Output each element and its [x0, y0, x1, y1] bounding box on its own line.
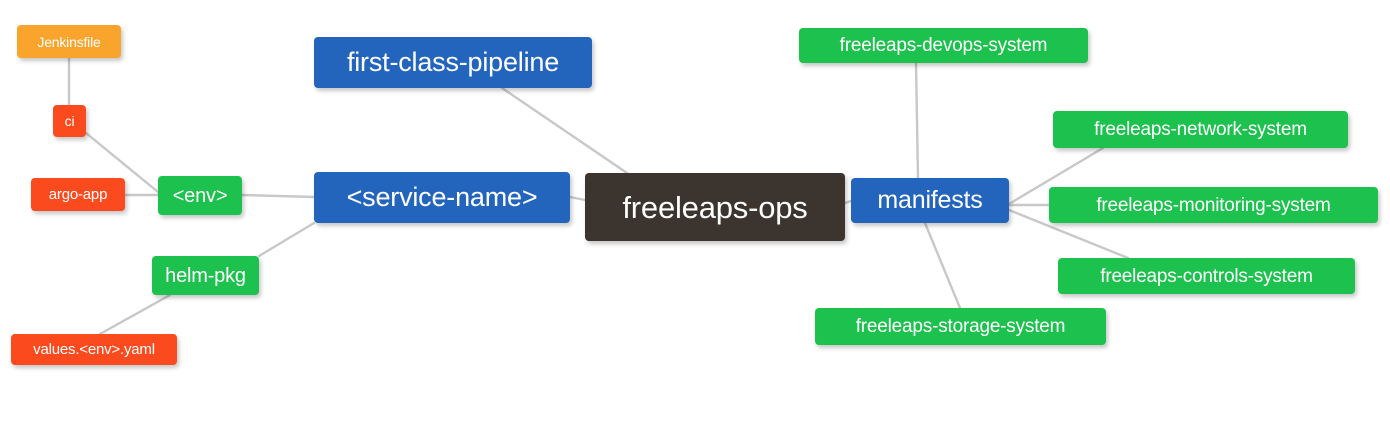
node-env[interactable]: <env>: [158, 176, 242, 215]
node-network-sys[interactable]: freeleaps-network-system: [1053, 111, 1348, 148]
node-manifests[interactable]: manifests: [851, 178, 1009, 223]
node-label: <env>: [172, 184, 228, 207]
edge-service-name-to-helm-pkg: [257, 221, 316, 258]
node-freeleaps-ops[interactable]: freeleaps-ops: [585, 173, 845, 241]
node-first-class[interactable]: first-class-pipeline: [314, 37, 592, 88]
edge-manifests-to-storage-sys: [923, 221, 962, 310]
node-helm-pkg[interactable]: helm-pkg: [152, 256, 259, 295]
node-storage-sys[interactable]: freeleaps-storage-system: [815, 308, 1106, 345]
node-values-yaml[interactable]: values.<env>.yaml: [11, 334, 177, 365]
node-service-name[interactable]: <service-name>: [314, 172, 570, 223]
node-label: Jenkinsfile: [37, 33, 101, 50]
node-label: freeleaps-controls-system: [1100, 265, 1313, 287]
edge-first-class-to-freeleaps-ops: [500, 86, 629, 175]
node-label: freeleaps-ops: [622, 189, 808, 225]
node-label: first-class-pipeline: [346, 47, 560, 77]
node-label: freeleaps-network-system: [1094, 119, 1307, 140]
node-label: values.<env>.yaml: [33, 341, 155, 358]
node-devops-sys[interactable]: freeleaps-devops-system: [799, 28, 1088, 63]
node-label: argo-app: [48, 186, 108, 203]
node-controls-sys[interactable]: freeleaps-controls-system: [1058, 258, 1355, 294]
node-label: helm-pkg: [165, 264, 246, 287]
node-label: manifests: [877, 186, 983, 214]
edge-env-to-service-name: [240, 193, 316, 199]
node-label: freeleaps-monitoring-system: [1096, 194, 1331, 216]
edge-helm-pkg-to-values-yaml: [98, 293, 172, 336]
node-ci[interactable]: ci: [53, 105, 86, 137]
edge-manifests-to-devops-sys: [914, 61, 920, 180]
node-jenkinsfile[interactable]: Jenkinsfile: [17, 25, 121, 58]
node-label: ci: [64, 113, 75, 129]
node-label: freeleaps-storage-system: [855, 316, 1066, 337]
node-label: <service-name>: [346, 182, 538, 212]
node-label: freeleaps-devops-system: [839, 35, 1048, 56]
node-monitoring[interactable]: freeleaps-monitoring-system: [1049, 187, 1378, 223]
node-argo-app[interactable]: argo-app: [31, 178, 125, 211]
edge-service-name-to-freeleaps-ops: [568, 195, 587, 202]
